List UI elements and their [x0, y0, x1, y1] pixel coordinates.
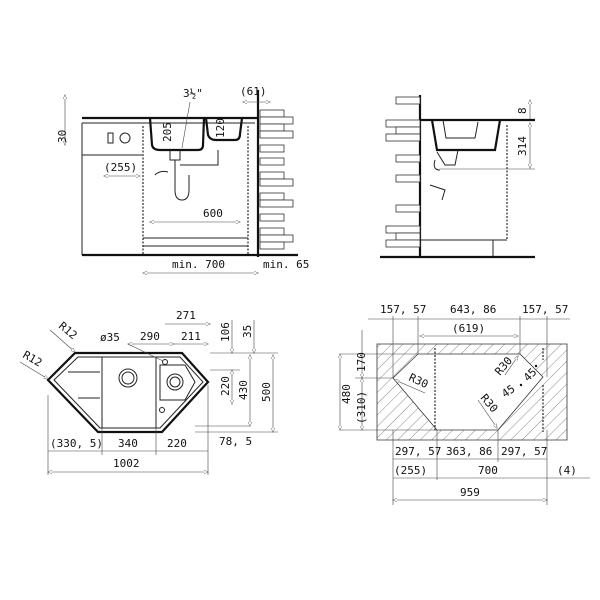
dim-480: 480 — [340, 384, 353, 404]
cutout-view: 157, 57 643, 86 157, 57 (619) 480 170 (3… — [340, 303, 590, 505]
dim-depth: 314 — [516, 136, 529, 156]
dim-430: 430 — [237, 380, 250, 400]
dim-b1: 297, 57 — [395, 445, 441, 458]
dim-290: 290 — [140, 330, 160, 343]
dim-offset: (255) — [104, 161, 137, 174]
dim-78-5: 78, 5 — [219, 435, 252, 448]
dim-depth-main: 205 — [161, 122, 174, 142]
front-view: 8 314 — [380, 95, 535, 259]
top-view: 271 290 211 ø35 R12 R12 106 35 220 430 5… — [19, 309, 278, 475]
dim-drain: 3½" — [183, 87, 203, 100]
dim-b3: 297, 57 — [501, 445, 547, 458]
dim-wall-gap: (61) — [240, 85, 267, 98]
dim-1002: 1002 — [113, 457, 140, 470]
dim-cabinet-inner: 600 — [203, 207, 223, 220]
dim-t3: 157, 57 — [522, 303, 568, 316]
dim-310: (310) — [355, 391, 368, 424]
dim-t1: 157, 57 — [380, 303, 426, 316]
dim-b700: 700 — [478, 464, 498, 477]
dim-top: 8 — [516, 107, 529, 114]
dim-hole: ø35 — [100, 331, 120, 344]
brick-wall — [385, 96, 421, 248]
dim-500: 500 — [260, 382, 273, 402]
dim-220-h: 220 — [167, 437, 187, 450]
dim-271: 271 — [176, 309, 196, 322]
overflow-icon — [107, 132, 114, 144]
dim-a2: 45 — [499, 382, 517, 400]
dim-330-5: (330, 5) — [50, 437, 103, 450]
main-drain-icon — [118, 368, 138, 388]
dim-220-v: 220 — [219, 376, 232, 396]
dim-r2: R30 — [492, 354, 515, 378]
dim-106: 106 — [219, 322, 232, 342]
dim-959: 959 — [460, 486, 480, 499]
dim-cabinet-min: min. 700 — [172, 258, 225, 271]
dim-170: 170 — [355, 352, 368, 372]
dim-depth-small: 120 — [214, 118, 227, 138]
dim-r1: R30 — [407, 371, 431, 391]
overflow-round-icon — [119, 132, 131, 144]
dim-r3: R30 — [478, 392, 501, 416]
dim-211: 211 — [181, 330, 201, 343]
dim-b255: (255) — [394, 464, 427, 477]
side-view: 30 (255) 3½" 205 120 (61) 600 min. 700 m… — [56, 85, 309, 273]
brick-wall — [259, 109, 294, 250]
dim-619: (619) — [452, 322, 485, 335]
small-bowl — [159, 364, 196, 401]
dim-35: 35 — [241, 325, 254, 338]
dim-radius-2: R12 — [21, 348, 45, 369]
dim-b2: 363, 86 — [446, 445, 492, 458]
small-drain-icon — [166, 373, 184, 391]
dim-t2: 643, 86 — [450, 303, 496, 316]
dim-thickness: 30 — [56, 130, 69, 143]
dim-340: 340 — [118, 437, 138, 450]
main-bowl — [101, 356, 157, 429]
dim-wall-min: min. 65 — [263, 258, 309, 271]
dim-b4: (4) — [557, 464, 577, 477]
